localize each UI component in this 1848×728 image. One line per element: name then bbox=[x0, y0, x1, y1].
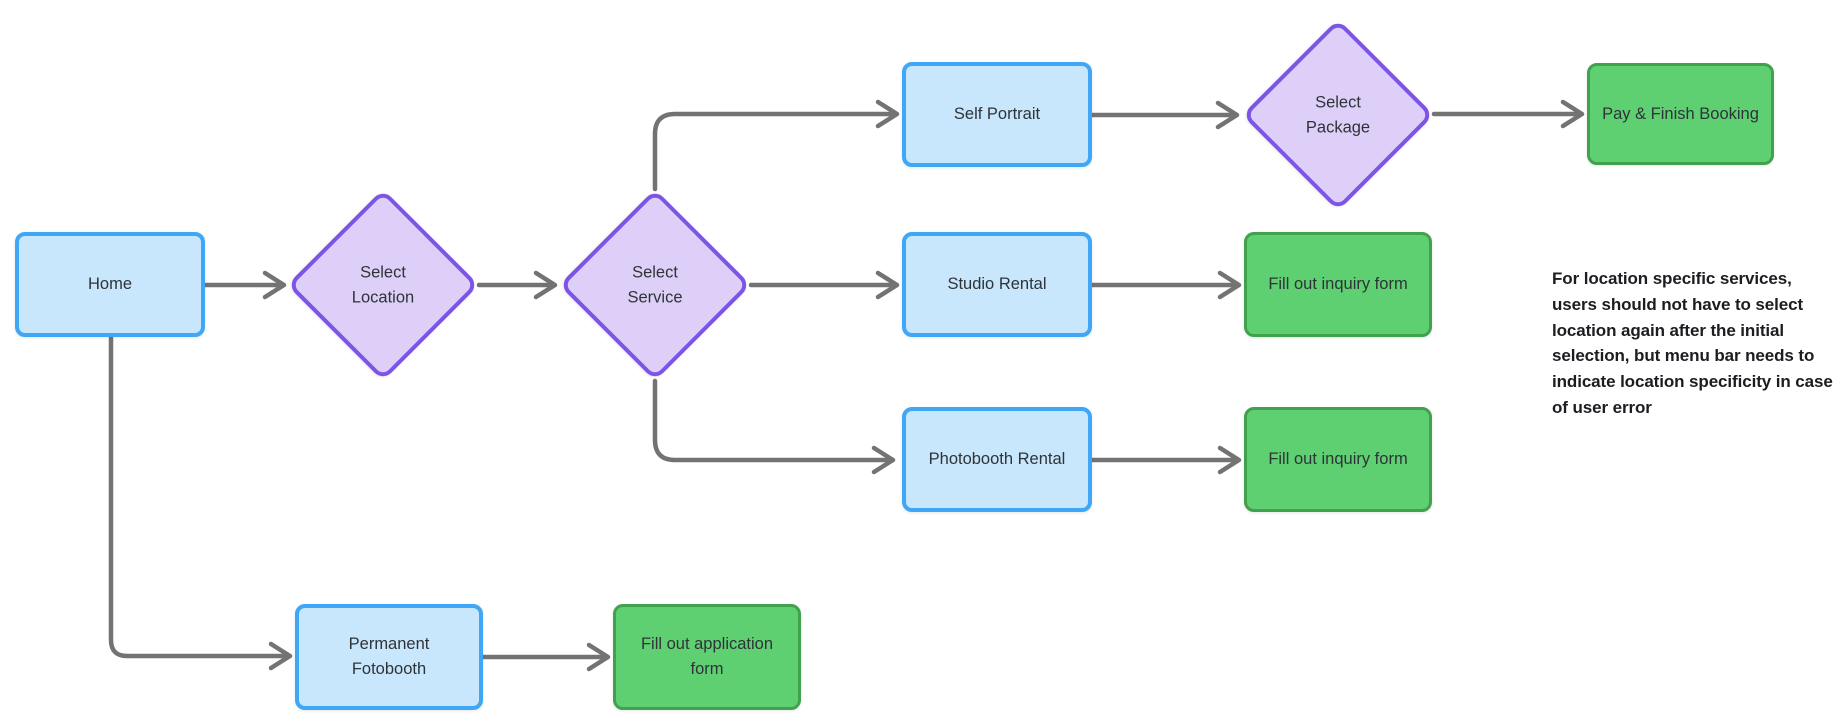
node-permanent-fotobooth-label: Permanent Fotobooth bbox=[348, 635, 430, 678]
arrowhead-select-service-studio-rental bbox=[875, 270, 900, 300]
arrowhead-self-portrait-select-package bbox=[1215, 100, 1240, 130]
arrowhead-home-permanent-fotobooth bbox=[268, 641, 293, 671]
arrowhead-studio-rental-inquiry-form bbox=[1217, 270, 1242, 300]
node-inquiry-form-studio[interactable]: Fill out inquiry form bbox=[1244, 232, 1432, 337]
node-pay-finish-booking-label: Pay & Finish Booking bbox=[1602, 104, 1759, 123]
node-select-service[interactable]: Select Service bbox=[558, 188, 752, 382]
node-photobooth-rental-label: Photobooth Rental bbox=[928, 450, 1066, 469]
node-inquiry-form-photobooth-label: Fill out inquiry form bbox=[1268, 450, 1408, 469]
arrowhead-home-select-location bbox=[262, 270, 287, 300]
node-studio-rental-label: Studio Rental bbox=[947, 275, 1047, 294]
edge-home-permanent-fotobooth bbox=[108, 334, 290, 659]
node-select-location-label: Select Location bbox=[351, 263, 415, 306]
node-application-form-label: Fill out application form bbox=[640, 635, 774, 678]
node-inquiry-form-studio-label: Fill out inquiry form bbox=[1268, 275, 1408, 294]
node-photobooth-rental[interactable]: Photobooth Rental bbox=[902, 407, 1092, 512]
node-self-portrait[interactable]: Self Portrait bbox=[902, 62, 1092, 167]
node-select-location[interactable]: Select Location bbox=[286, 188, 480, 382]
node-select-package-label: Select Package bbox=[1305, 93, 1371, 136]
annotation-note[interactable]: For location specific services, users sh… bbox=[1552, 269, 1833, 418]
node-permanent-fotobooth[interactable]: Permanent Fotobooth bbox=[295, 604, 483, 710]
node-self-portrait-label: Self Portrait bbox=[953, 105, 1041, 124]
node-pay-finish-booking[interactable]: Pay & Finish Booking bbox=[1587, 63, 1774, 165]
arrowhead-select-service-self-portrait bbox=[875, 99, 900, 129]
arrowhead-select-location-select-service bbox=[533, 270, 558, 300]
arrowhead-photobooth-rental-inquiry-form bbox=[1217, 445, 1242, 475]
arrowhead-select-service-photobooth-rental bbox=[871, 445, 896, 475]
node-select-service-label: Select Service bbox=[627, 263, 683, 306]
node-home[interactable]: Home bbox=[15, 232, 205, 337]
edge-select-service-self-portrait bbox=[652, 111, 897, 192]
node-inquiry-form-photobooth[interactable]: Fill out inquiry form bbox=[1244, 407, 1432, 512]
node-studio-rental[interactable]: Studio Rental bbox=[902, 232, 1092, 337]
edge-select-service-photobooth-rental bbox=[652, 378, 893, 463]
node-application-form[interactable]: Fill out application form bbox=[613, 604, 801, 710]
arrowhead-permanent-fotobooth-application-form bbox=[586, 642, 611, 672]
node-select-package[interactable]: Select Package bbox=[1241, 18, 1435, 212]
arrowhead-select-package-pay-finish bbox=[1560, 99, 1585, 129]
node-home-label: Home bbox=[87, 275, 132, 294]
